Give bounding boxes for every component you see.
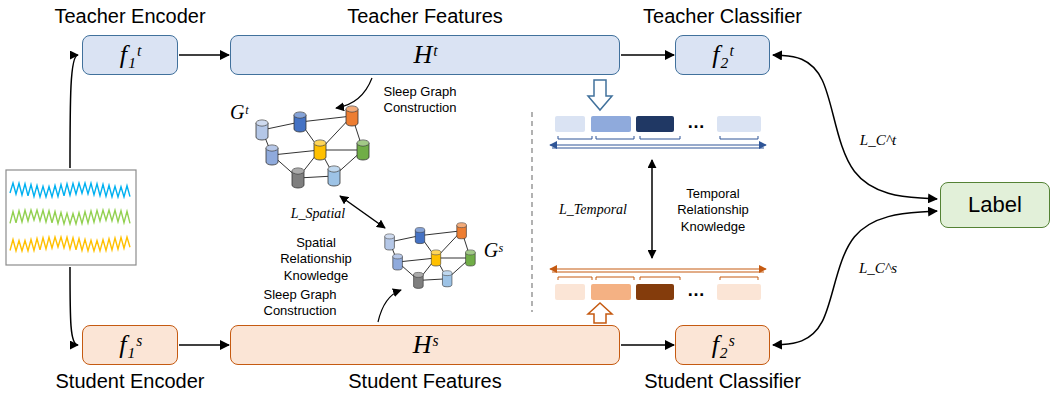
input-arrow (70, 267, 78, 345)
annotation: Spatial Relationship Knowledge (270, 235, 362, 284)
block-arrow (588, 80, 612, 110)
flow-arrow (621, 344, 674, 346)
box-heading: Student Classifier (644, 370, 801, 393)
signal-trace (10, 183, 130, 197)
box-heading: Student Features (348, 370, 501, 393)
annotation: Temporal Relationship Knowledge (663, 186, 763, 235)
box-heading: Teacher Encoder (54, 5, 205, 28)
encoder-box: Student Encoderf₁ˢ (82, 325, 178, 365)
loss-name: L_Temporal (553, 201, 633, 219)
divider (531, 112, 532, 312)
eeg-signals (10, 183, 130, 251)
box-heading: Student Encoder (56, 370, 205, 393)
flow-arrow (179, 344, 229, 346)
feature-box: Teacher FeaturesHᵗ (230, 35, 620, 75)
flow-arrow (179, 54, 229, 56)
feature-box: Student FeaturesHˢ (230, 325, 620, 365)
signal-trace (10, 237, 130, 251)
sleep-graphs (256, 106, 475, 288)
loss-arrow (773, 211, 937, 345)
ellipsis: … (678, 111, 714, 134)
loss-arrow (773, 55, 937, 199)
loss-name: L_C^t (858, 132, 898, 149)
loss-name: L_Spatial (278, 205, 358, 223)
construction-arrow (336, 78, 372, 108)
loss-name: L_C^s (857, 260, 899, 277)
box-symbol: Hˢ (413, 330, 437, 360)
annotation: Sleep Graph Construction (253, 287, 348, 320)
label-box: Label (940, 182, 1050, 228)
construction-arrow (378, 290, 401, 322)
signal-trace (10, 210, 130, 224)
box-symbol: Hᵗ (413, 40, 436, 70)
box-symbol: f₂ᵗ (712, 40, 733, 70)
input-arrow (70, 55, 78, 168)
annotation: Sleep Graph Construction (373, 84, 468, 117)
encoder-box: Teacher Encoderf₁ᵗ (82, 35, 178, 75)
block-arrow (588, 303, 612, 323)
sleep-graph (256, 106, 369, 188)
flow-arrow (621, 54, 674, 56)
spatial-arrow (340, 196, 385, 228)
graph-name: Gˢ (478, 238, 508, 263)
box-symbol: f₁ᵗ (120, 40, 141, 70)
temporal-arrow (651, 160, 653, 258)
box-heading: Teacher Classifier (643, 5, 802, 28)
sleep-graph (385, 223, 475, 289)
box-symbol: f₂ˢ (712, 330, 734, 360)
classifier-box: Teacher Classifierf₂ᵗ (675, 35, 770, 75)
classifier-box: Student Classifierf₂ˢ (675, 325, 770, 365)
box-symbol: Label (968, 192, 1022, 218)
graph-name: Gᵗ (224, 100, 254, 125)
ellipsis: … (678, 279, 714, 302)
box-symbol: f₁ˢ (119, 330, 141, 360)
box-heading: Teacher Features (347, 5, 503, 28)
signal-panel (6, 170, 136, 265)
student-sequence (550, 269, 766, 300)
teacher-sequence (550, 116, 766, 148)
